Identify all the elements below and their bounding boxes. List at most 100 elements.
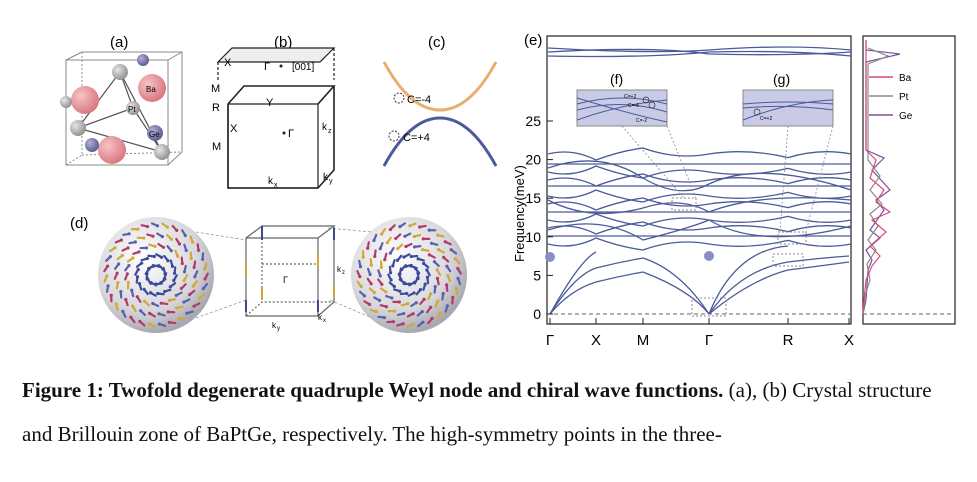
chiral-arrow-head: [148, 291, 153, 295]
cube-kz: k: [337, 265, 342, 274]
chiral-arrow-head: [201, 257, 205, 261]
chiral-arrow-head: [430, 316, 434, 321]
chiral-arrow-head: [388, 271, 393, 275]
panel-d-label: (d): [70, 215, 88, 232]
phonon-band: [549, 271, 644, 315]
chiral-arrow-head: [453, 257, 458, 261]
chiral-arrow-head: [442, 255, 446, 260]
dos-panel: Ba Pt Ge: [862, 35, 956, 325]
dos-curves: [862, 40, 901, 315]
chiral-arrow-head: [130, 288, 134, 292]
chiral-arrow-head: [119, 289, 123, 294]
phonon-band: [547, 147, 852, 161]
chiral-arrow-head: [404, 244, 408, 249]
panel-d: (d) Γ k z: [70, 215, 467, 333]
chiral-arrow-head: [377, 298, 382, 302]
chiral-arrow-head: [180, 261, 184, 266]
chiral-arrow-head: [380, 232, 384, 236]
chiral-arrow-head: [449, 248, 453, 252]
chiral-arrow-head: [405, 291, 409, 296]
chiral-arrow-head: [152, 254, 156, 259]
chiral-arrow-head: [422, 261, 426, 266]
chiral-arrow-head: [398, 272, 402, 276]
phonon-band: [708, 261, 850, 315]
bz-kx-sub: x: [274, 182, 278, 189]
chiral-arrow-head: [117, 262, 121, 266]
chiral-arrow-head: [412, 280, 417, 284]
chiral-arrow-head: [369, 263, 373, 267]
chern-top: C=-4: [407, 94, 431, 106]
chiral-arrow-head: [367, 302, 372, 307]
connector-lines: [195, 227, 373, 319]
chiral-arrow-head: [384, 305, 389, 309]
legend-ba: Ba: [899, 73, 912, 84]
chiral-arrow-head: [137, 282, 142, 286]
chiral-arrow-head: [436, 233, 440, 237]
x-tick-label: R: [783, 332, 794, 349]
chiral-arrow-head: [106, 284, 110, 288]
chiral-arrow-head: [392, 284, 396, 289]
ge-atom: [137, 54, 149, 66]
chiral-arrow-head: [184, 248, 188, 253]
chiral-arrow-head: [155, 224, 160, 228]
chiral-arrow-head: [182, 278, 186, 282]
chiral-arrow-head: [421, 320, 425, 324]
chiral-arrow-head: [165, 225, 169, 229]
inset-f-label: (f): [610, 71, 623, 87]
chiral-arrow-head: [142, 287, 146, 291]
chiral-arrow-head: [412, 291, 416, 295]
chiral-arrow-head: [145, 224, 150, 229]
chiral-arrow-head: [151, 234, 155, 238]
cube-kx-sub: x: [323, 318, 326, 324]
chiral-arrow-head: [139, 309, 143, 313]
chiral-arrow-head: [389, 278, 393, 282]
chiral-arrow-head: [192, 265, 196, 269]
chiral-arrow-head: [445, 283, 449, 287]
phonon-band: [642, 271, 710, 315]
pt-atom: [70, 120, 86, 136]
bz-r: R: [212, 102, 220, 114]
panel-a: (a) Ba Pt Ge: [60, 34, 183, 166]
chiral-arrow-head: [106, 264, 110, 268]
ba-atom: [71, 86, 99, 114]
chiral-arrow-head: [172, 271, 177, 275]
y-tick-label: 15: [525, 190, 541, 206]
chiral-arrow-head: [420, 248, 425, 252]
chiral-arrow-head: [131, 256, 135, 260]
inset-f-c1: C=+2: [624, 94, 636, 100]
y-tick-label: 10: [525, 229, 541, 245]
chiral-arrow-head: [372, 290, 376, 295]
chiral-arrow-head: [435, 268, 439, 272]
chiral-arrow-head: [167, 320, 171, 324]
chiral-arrow-head: [157, 312, 161, 316]
bz-y-bar: Y: [266, 97, 274, 109]
inset-g-c1: C=+2: [760, 116, 772, 122]
y-tick-label: 25: [525, 113, 541, 129]
chiral-arrow-head: [378, 247, 382, 251]
chiral-arrow-head: [136, 227, 140, 231]
chiral-arrow-head: [443, 240, 447, 244]
ge-atom: [147, 125, 163, 141]
chiral-arrow-head: [148, 311, 152, 315]
inset-leaders: [621, 125, 834, 233]
chern-bottom: C=+4: [403, 132, 430, 144]
chiral-arrow-head: [421, 237, 425, 241]
chiral-arrow-head: [391, 320, 396, 324]
figure-1: (a) Ba Pt Ge: [60, 32, 956, 349]
bulk-bz: [227, 85, 336, 189]
panel-c-label: (c): [428, 34, 446, 51]
chiral-arrow-head: [416, 257, 420, 261]
weyl-point-marker: [545, 252, 555, 262]
chiral-arrow-head: [169, 249, 173, 253]
x-tick-label: M: [637, 332, 650, 349]
cube-ky-sub: y: [277, 326, 280, 332]
figure-caption: Figure 1: Twofold degenerate quadruple W…: [22, 368, 962, 456]
x-tick-label: Γ: [546, 332, 554, 349]
panel-e-label: (e): [524, 32, 542, 49]
chiral-arrow-head: [403, 234, 407, 238]
ge-atom: [85, 138, 99, 152]
pt-atom: [60, 96, 72, 108]
chiral-arrow-head: [137, 250, 141, 254]
